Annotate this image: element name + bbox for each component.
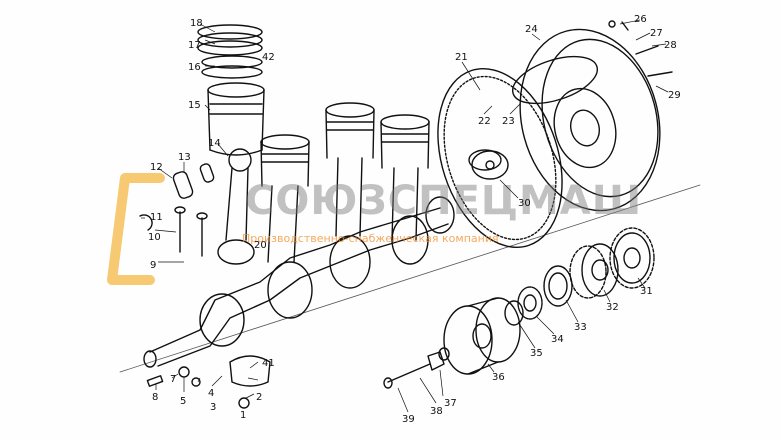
callout-26: 26 xyxy=(634,14,647,25)
callout-31: 31 xyxy=(640,286,653,297)
callout-18: 18 xyxy=(190,18,203,29)
leader-lines xyxy=(141,19,669,413)
callout-labels: 18 17 42 16 15 14 13 12 11 10 20 9 21 22… xyxy=(148,14,681,425)
watermark-bracket xyxy=(107,173,165,285)
callout-17: 17 xyxy=(188,40,201,51)
watermark-title: СОЮЗСПЕЦМАШ xyxy=(245,178,642,224)
callout-38: 38 xyxy=(430,406,443,417)
axis-line xyxy=(119,184,701,373)
crankshaft xyxy=(143,149,502,368)
callout-29: 29 xyxy=(668,90,681,101)
callout-1: 1 xyxy=(240,410,246,421)
ratchet-bolt xyxy=(383,347,450,389)
callout-16: 16 xyxy=(188,62,201,73)
callout-33: 33 xyxy=(574,322,587,333)
timing-gear xyxy=(609,227,655,289)
callout-27: 27 xyxy=(650,28,663,39)
callout-8: 8 xyxy=(152,392,158,403)
callout-23: 23 xyxy=(502,116,515,127)
callout-15: 15 xyxy=(188,100,201,111)
watermark-subtitle: Производственно-снабженческая компания xyxy=(242,232,499,245)
flywheel xyxy=(511,28,661,212)
callout-41: 42 xyxy=(262,52,275,63)
callout-5: 5 xyxy=(180,396,186,407)
circlip xyxy=(139,214,153,231)
piston-right xyxy=(380,114,430,241)
callout-22: 22 xyxy=(478,116,491,127)
callout-32: 32 xyxy=(606,302,619,313)
callout-11: 11 xyxy=(150,212,163,223)
connecting-rod-left xyxy=(217,148,255,265)
callout-4: 4 xyxy=(208,388,214,399)
callout-10: 10 xyxy=(148,232,161,243)
callout-28: 28 xyxy=(664,40,677,51)
callout-35: 35 xyxy=(530,348,543,359)
callout-14: 14 xyxy=(208,138,221,149)
callout-3: 3 xyxy=(210,402,216,413)
piston-pin xyxy=(172,163,215,199)
lock-washer xyxy=(517,286,543,320)
pulley-hub xyxy=(443,297,521,375)
piston-center xyxy=(325,102,375,237)
callout-20: 20 xyxy=(254,240,267,251)
callout-12: 12 xyxy=(150,162,163,173)
main-bearing-cap xyxy=(229,355,271,387)
callout-13: 13 xyxy=(178,152,191,163)
rod-bolts xyxy=(174,206,208,257)
piston-center-left xyxy=(260,134,310,263)
callout-34: 34 xyxy=(551,334,564,345)
small-parts xyxy=(146,366,250,409)
callout-9: 9 xyxy=(150,260,156,271)
callout-7: 7 xyxy=(170,374,176,385)
flywheel-bolts xyxy=(608,20,673,77)
spacer-ring xyxy=(543,265,573,307)
callout-39: 39 xyxy=(402,414,415,425)
callout-24: 24 xyxy=(525,24,538,35)
drive-plate xyxy=(471,150,509,180)
piston-rings xyxy=(197,24,263,79)
gear-sleeve xyxy=(569,243,619,299)
callout-36: 36 xyxy=(492,372,505,383)
callout-2: 2 xyxy=(256,392,262,403)
callout-21: 21 xyxy=(455,52,468,63)
callout-40: 41 xyxy=(262,358,275,369)
thrust-ring xyxy=(504,300,524,326)
callout-37: 37 xyxy=(444,398,457,409)
callout-30: 30 xyxy=(518,198,531,209)
